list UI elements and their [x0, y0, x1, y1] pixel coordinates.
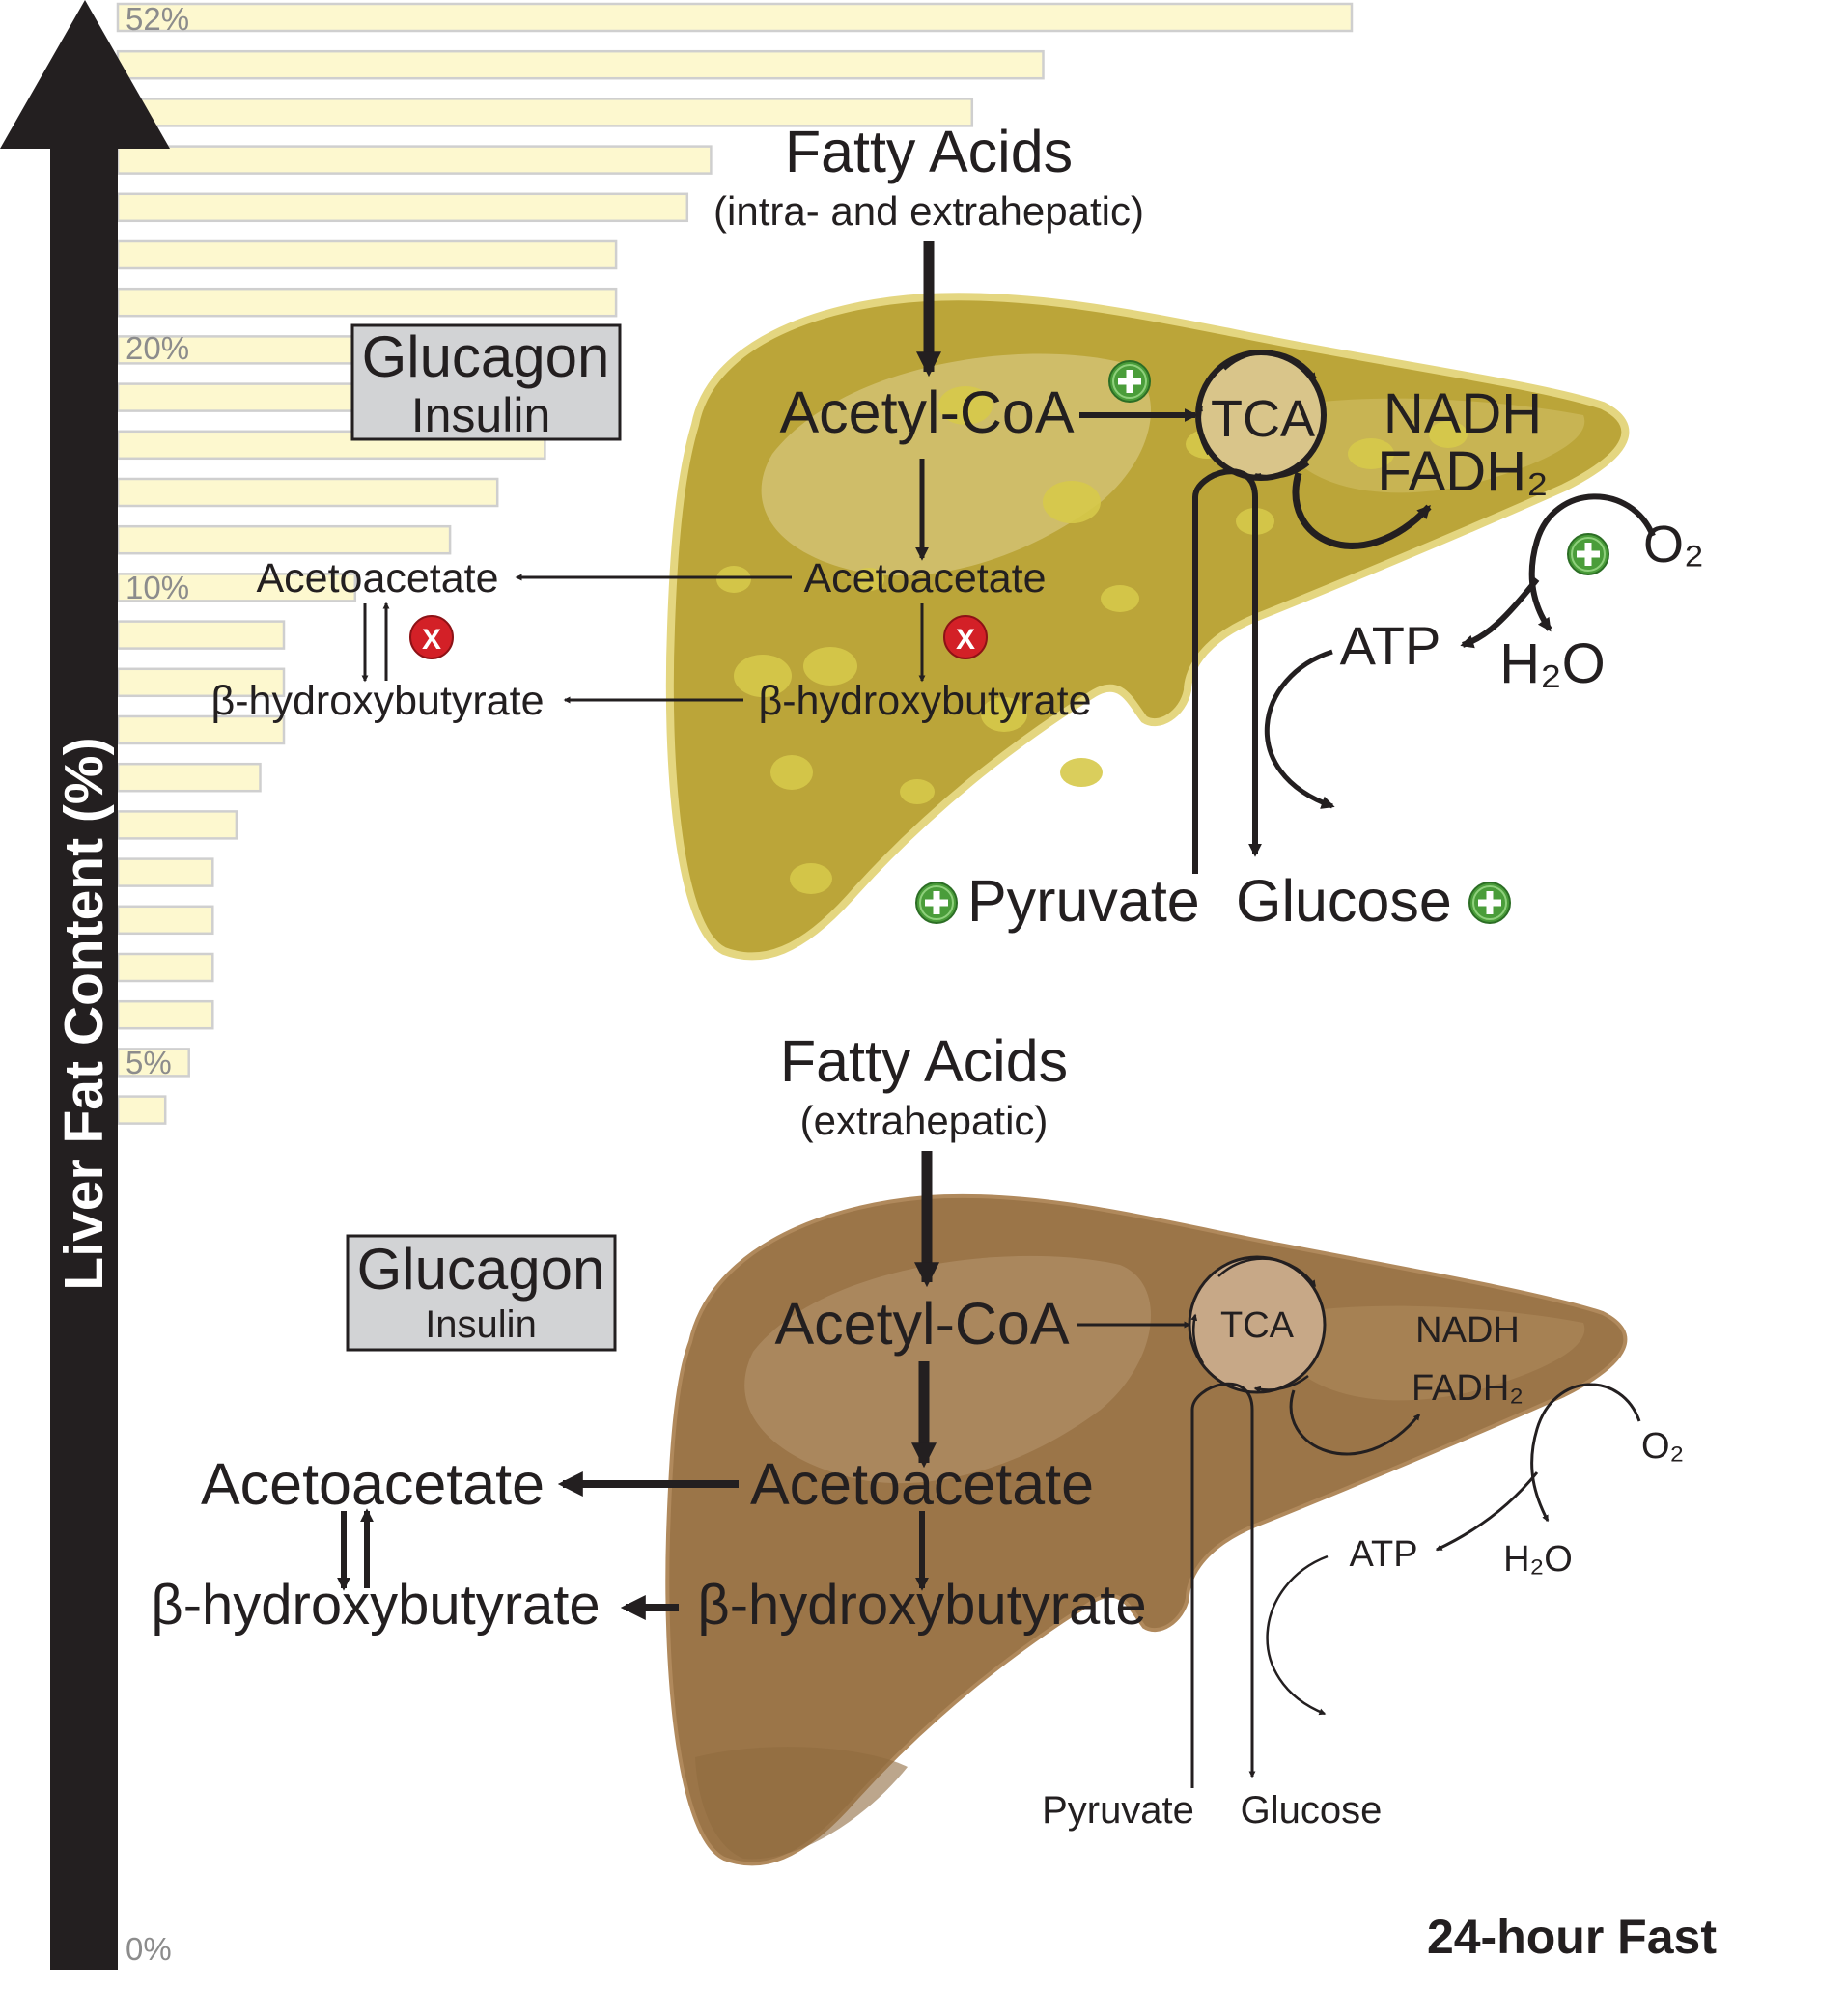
- svg-text:X: X: [956, 624, 975, 656]
- fat-bar: [116, 1048, 190, 1078]
- bottom-acetoacetate-inner: Acetoacetate: [750, 1451, 1094, 1517]
- top-fatty-acids-title: Fatty Acids: [785, 119, 1073, 184]
- fat-bar: [116, 762, 262, 793]
- top-tca-label: TCA: [1211, 390, 1315, 448]
- liver-fat-bars: [116, 2, 1354, 1125]
- fat-bar: [116, 2, 1354, 33]
- fat-bar: [116, 810, 238, 840]
- fat-bar: [116, 49, 1045, 80]
- fat-bar: [116, 287, 618, 318]
- fat-bar: [116, 857, 214, 887]
- top-ketogenesis-block-outer: X: [409, 615, 454, 659]
- condition-label: 24-hour Fast: [1427, 1910, 1717, 1964]
- top-acetoacetate-outer: Acetoacetate: [256, 555, 498, 602]
- top-o2: O₂: [1643, 516, 1704, 574]
- bottom-atp: ATP: [1349, 1534, 1417, 1575]
- top-pyruvate-up-badge: [915, 882, 958, 924]
- fatty-liver: [665, 293, 1630, 961]
- top-fadh2: FADH₂: [1377, 440, 1548, 503]
- bottom-acetoacetate-outer: Acetoacetate: [201, 1451, 545, 1517]
- top-pyruvate: Pyruvate: [967, 868, 1200, 934]
- bottom-insulin-label: Insulin: [425, 1303, 537, 1346]
- fat-bar: [116, 999, 214, 1030]
- top-nadh: NADH: [1384, 382, 1542, 445]
- bottom-hormone-box: [346, 1234, 617, 1352]
- bottom-acetyl-coa: Acetyl-CoA: [774, 1291, 1069, 1357]
- top-o2-up-badge: [1567, 533, 1609, 575]
- top-glucose-up-badge: [1468, 882, 1511, 924]
- bottom-glucose: Glucose: [1241, 1789, 1383, 1832]
- top-tca-up-badge: [1108, 360, 1151, 403]
- top-glucose: Glucose: [1236, 868, 1452, 934]
- top-ketogenesis-block-inner: X: [943, 615, 988, 659]
- top-insulin-label: Insulin: [411, 388, 551, 442]
- liver-fat-axis-arrow: [0, 0, 170, 1970]
- fat-bar: [116, 145, 713, 175]
- bottom-nadh: NADH: [1415, 1310, 1520, 1351]
- top-acetyl-coa: Acetyl-CoA: [779, 379, 1074, 445]
- bottom-tca-cycle: [1188, 1255, 1327, 1394]
- fat-bar: [116, 620, 286, 650]
- fat-bar: [116, 477, 499, 508]
- top-acetoacetate-inner: Acetoacetate: [803, 555, 1046, 602]
- axis-label: Liver Fat Content (%): [53, 737, 115, 1290]
- fat-bar: [116, 98, 974, 127]
- normal-liver: [665, 1193, 1628, 1866]
- top-h2o: H₂O: [1499, 632, 1606, 695]
- fat-bar: [116, 905, 214, 936]
- fat-bar: [116, 573, 357, 602]
- bottom-fatty-acids-source: (extrahepatic): [800, 1098, 1049, 1143]
- fat-bar: [116, 524, 452, 555]
- fat-bar: [116, 1095, 167, 1125]
- top-fatty-acids-source: (intra- and extrahepatic): [713, 188, 1144, 234]
- bottom-tca-label: TCA: [1220, 1305, 1295, 1346]
- tick-label-0: 0%: [126, 1931, 172, 1967]
- fat-bar: [116, 192, 689, 223]
- bottom-fadh2: FADH₂: [1412, 1368, 1524, 1409]
- top-atp: ATP: [1340, 615, 1441, 676]
- top-hormone-box: [350, 323, 622, 441]
- top-bhb-inner: β-hydroxybutyrate: [759, 678, 1092, 724]
- bottom-fatty-acids-title: Fatty Acids: [780, 1028, 1068, 1094]
- fat-bar: [116, 239, 618, 270]
- bottom-h2o: H₂O: [1503, 1539, 1573, 1580]
- bottom-bhb-outer: β-hydroxybutyrate: [151, 1574, 600, 1637]
- bottom-bhb-inner: β-hydroxybutyrate: [697, 1574, 1146, 1637]
- tick-label-5: 5%: [126, 1045, 172, 1080]
- tick-label-10: 10%: [126, 570, 189, 605]
- bottom-glucagon-label: Glucagon: [357, 1237, 605, 1302]
- fat-bar: [116, 952, 214, 983]
- top-tca-cycle: [1195, 350, 1327, 481]
- top-bhb-outer: β-hydroxybutyrate: [211, 678, 545, 724]
- bottom-pyruvate: Pyruvate: [1042, 1789, 1194, 1832]
- tick-label-20: 20%: [126, 330, 189, 366]
- bottom-o2: O₂: [1641, 1426, 1684, 1467]
- top-glucagon-label: Glucagon: [362, 324, 610, 389]
- svg-text:X: X: [422, 624, 441, 656]
- tick-label-52: 52%: [126, 1, 189, 37]
